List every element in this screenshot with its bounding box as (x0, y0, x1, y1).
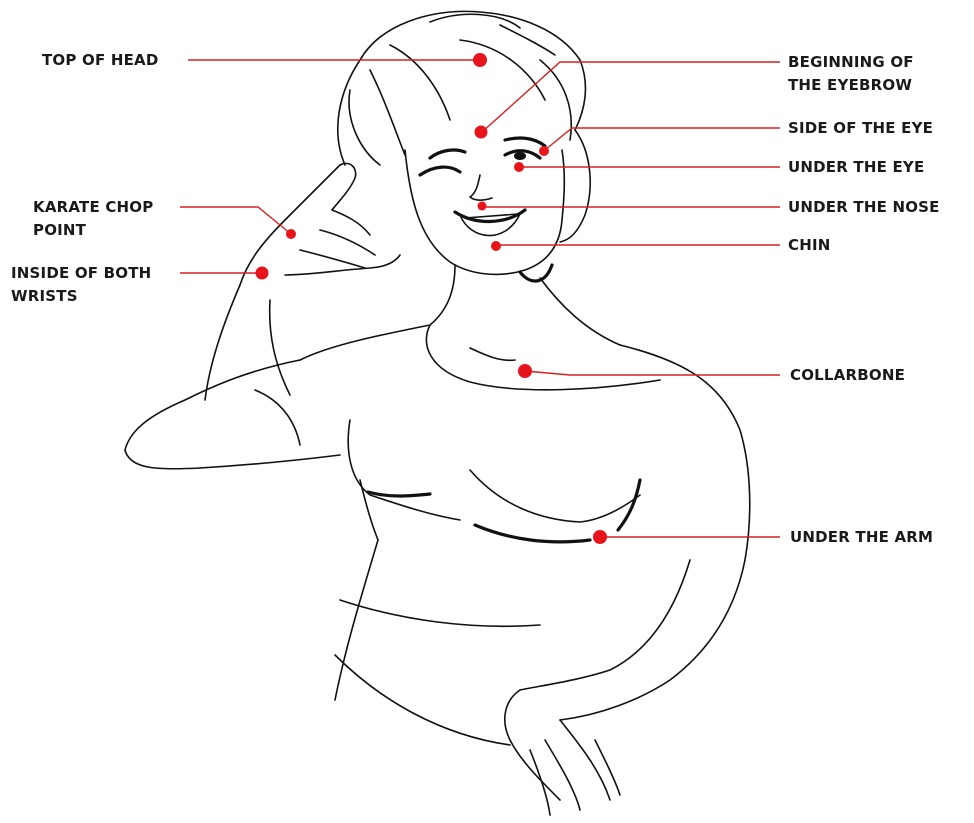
point-chin (491, 241, 501, 251)
point-inside-wrists (256, 267, 269, 280)
point-top-of-head (473, 53, 487, 67)
point-under-nose (478, 202, 487, 211)
label-beginning-of-eyebrow: BEGINNING OF THE EYEBROW (788, 51, 914, 97)
point-collarbone (518, 364, 532, 378)
point-beginning-of-eyebrow (475, 126, 488, 139)
label-chin: CHIN (788, 234, 831, 257)
label-under-eye: UNDER THE EYE (788, 156, 924, 179)
label-karate-chop: KARATE CHOP POINT (33, 196, 153, 242)
point-karate-chop (286, 229, 296, 239)
label-side-of-eye: SIDE OF THE EYE (788, 117, 933, 140)
label-under-nose: UNDER THE NOSE (788, 196, 940, 219)
leader-collarbone (525, 371, 780, 375)
label-top-of-head: TOP OF HEAD (42, 49, 158, 72)
point-under-eye (514, 162, 524, 172)
leader-beginning-of-eyebrow (482, 62, 780, 132)
label-under-arm: UNDER THE ARM (790, 526, 933, 549)
point-under-arm (593, 530, 607, 544)
label-collarbone: COLLARBONE (790, 364, 905, 387)
leader-karate-chop (180, 207, 291, 234)
point-side-of-eye (539, 146, 549, 156)
label-inside-wrists: INSIDE OF BOTH WRISTS (11, 262, 151, 308)
leader-side-of-eye (545, 128, 780, 150)
